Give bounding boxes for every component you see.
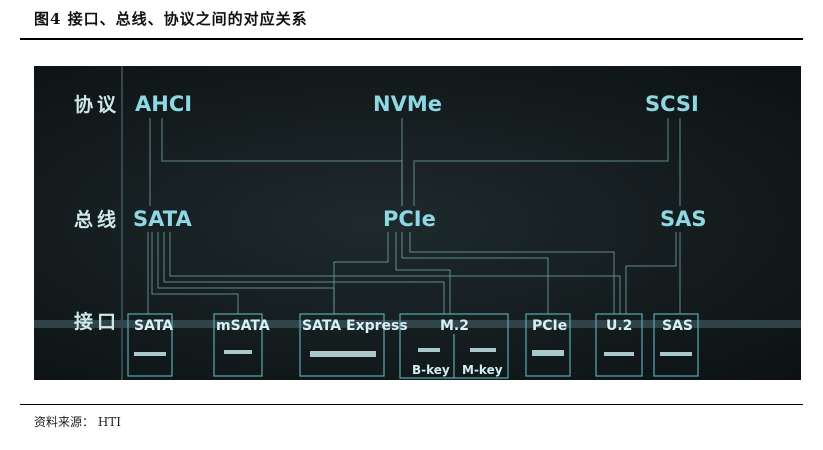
connector-m2-b	[418, 348, 440, 352]
row-label-bus: 总线	[74, 208, 120, 231]
diagram-svg: 协议 总线 接口 AHCI NVMe SCSI SATA PCIe SAS	[34, 66, 801, 380]
interface-label-pcie: PCIe	[532, 318, 567, 334]
m2-bkey-label: B-key	[412, 363, 450, 377]
interface-msata: mSATA	[213, 313, 270, 377]
connector-sata	[134, 352, 166, 356]
connector-msata	[224, 350, 252, 354]
connector-sas	[660, 352, 692, 356]
interface-pcie: PCIe	[525, 313, 571, 377]
diagram-panel: 协议 总线 接口 AHCI NVMe SCSI SATA PCIe SAS	[34, 66, 801, 380]
interface-band	[34, 320, 801, 328]
bus-sata: SATA	[133, 207, 192, 231]
protocol-bus-wires	[149, 118, 681, 206]
figure-title: 图4 接口、总线、协议之间的对应关系	[34, 10, 308, 28]
interface-u2: U.2	[595, 313, 643, 377]
bus-interface-wires	[147, 232, 681, 314]
bottom-rule	[20, 404, 803, 405]
row-label-protocol: 协议	[74, 93, 120, 116]
interface-label-sata-express: SATA Express	[302, 318, 408, 334]
interface-sata: SATA	[127, 313, 173, 377]
bus-pcie: PCIe	[383, 207, 436, 231]
interface-label-m2: M.2	[440, 318, 469, 334]
m2-mkey-label: M-key	[462, 363, 503, 377]
connector-sata-express	[310, 351, 376, 357]
row-label-interface: 接口	[74, 311, 120, 333]
connector-u2	[604, 352, 634, 356]
protocol-ahci: AHCI	[135, 92, 192, 116]
interface-label-sata: SATA	[134, 318, 173, 334]
connector-m2-m	[470, 348, 496, 352]
top-rule	[20, 38, 803, 40]
interface-sas: SAS	[653, 313, 699, 377]
connector-pcie	[532, 350, 564, 356]
protocol-nvme: NVMe	[373, 92, 442, 116]
interface-m2: M.2 B-key M-key	[399, 313, 509, 379]
protocol-scsi: SCSI	[645, 92, 699, 116]
interface-label-msata: mSATA	[216, 318, 270, 334]
interface-label-u2: U.2	[606, 318, 632, 334]
source-note: 资料来源： HTI	[34, 415, 122, 429]
interface-sata-express: SATA Express	[299, 313, 408, 377]
interface-label-sas: SAS	[662, 318, 693, 334]
bus-sas: SAS	[660, 207, 707, 231]
